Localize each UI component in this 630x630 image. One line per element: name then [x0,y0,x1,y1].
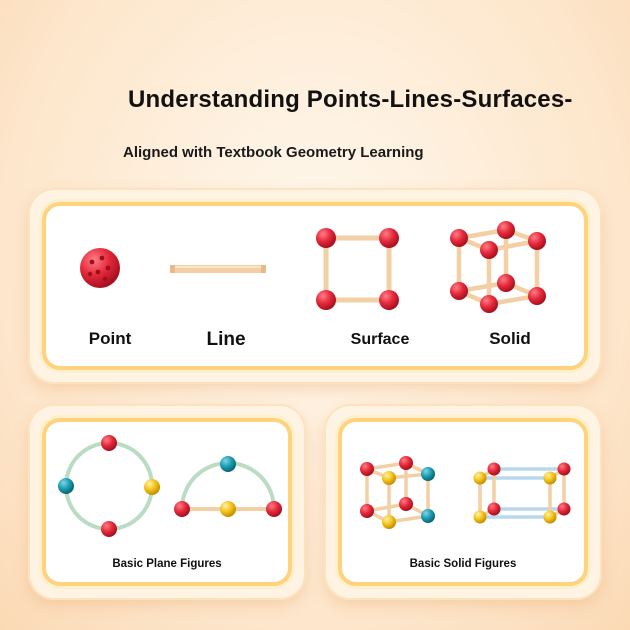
circle-figure-icon [58,435,160,537]
solid-figures-panel-inner [338,418,588,586]
plane-figures-caption: Basic Plane Figures [112,558,222,570]
solid-label: Solid [489,329,531,348]
plane-figures-panel-inner [42,418,292,586]
semicircle-figure-icon [174,456,282,517]
page-subtitle: Aligned with Textbook Geometry Learning [123,144,424,161]
solid-figures-panel [324,404,602,600]
solid-cube-icon [450,221,546,313]
surface-label: Surface [350,331,410,348]
prism-figure-icon [473,462,571,524]
solid-figures-caption: Basic Solid Figures [409,558,517,570]
line-label: Line [206,329,246,350]
surface-square-icon [316,228,399,310]
plane-figures-panel [28,404,306,600]
point-ball-icon [80,248,120,288]
line-stick-icon [170,265,266,273]
point-label: Point [88,329,132,348]
page-title: Understanding Points-Lines-Surfaces- [128,86,573,113]
colored-cube-figure-icon [360,456,435,529]
